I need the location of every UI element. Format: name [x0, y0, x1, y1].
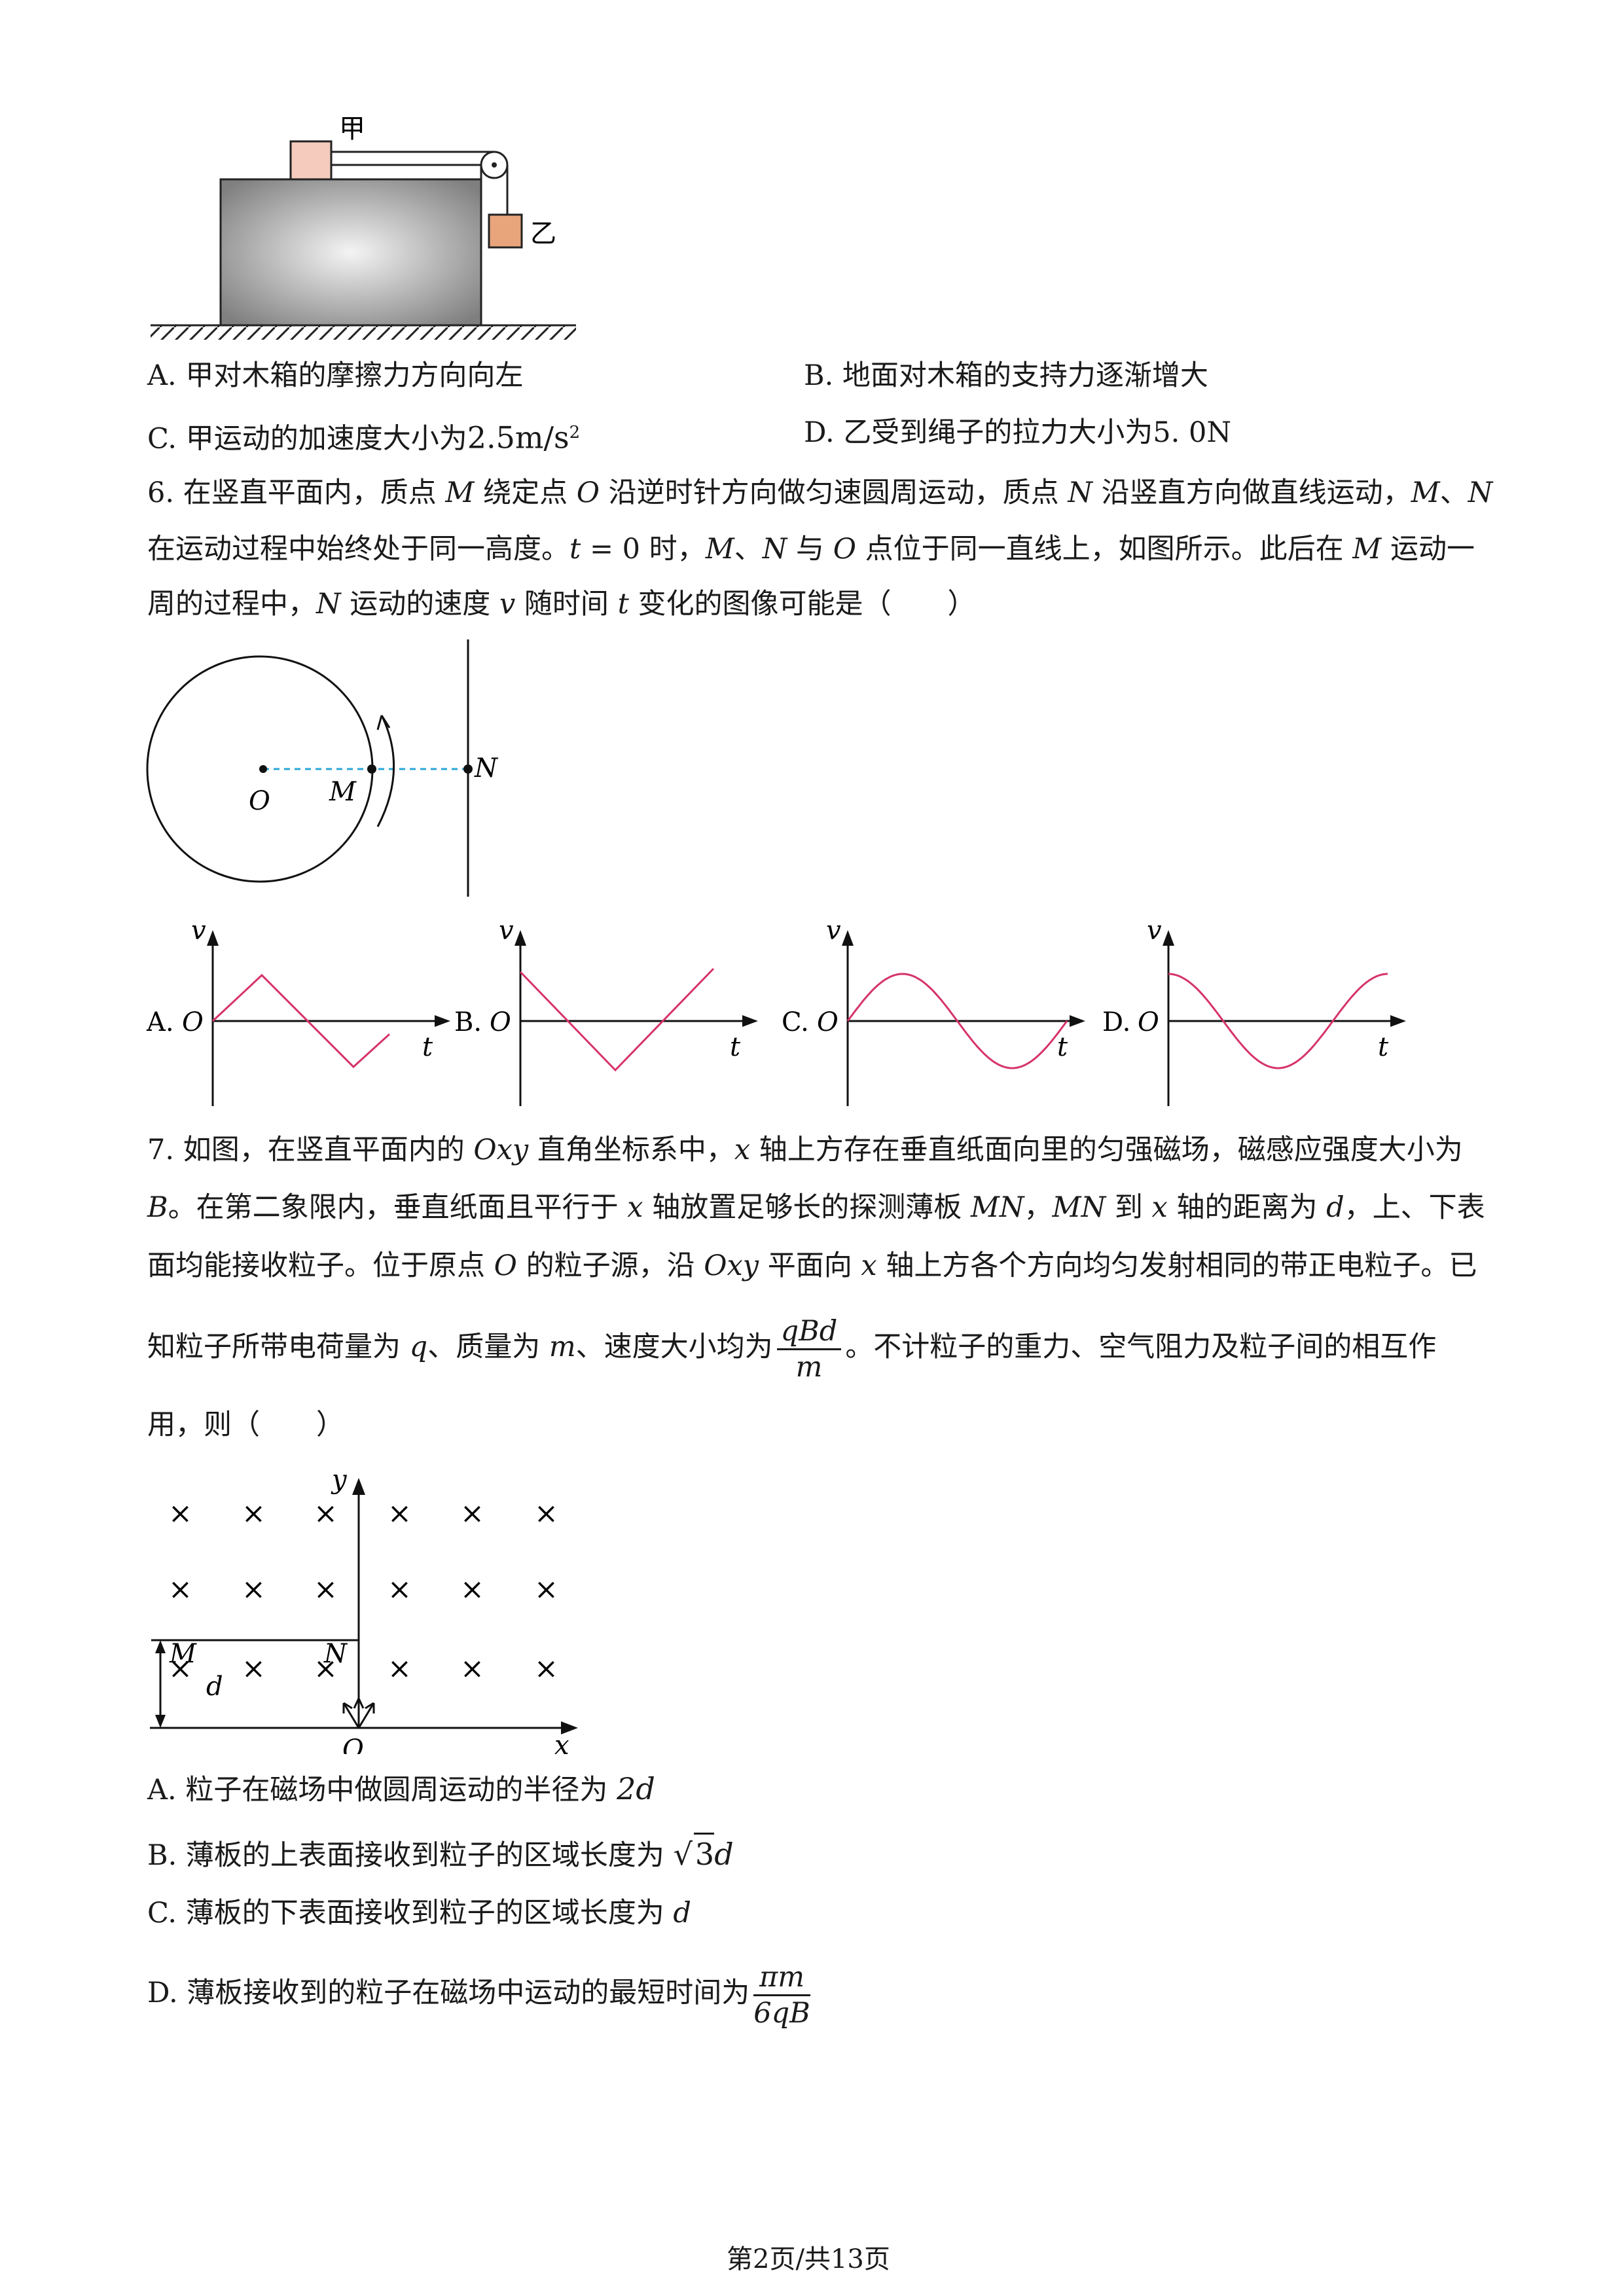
velocity-curve	[519, 967, 715, 1072]
field-cross: ×	[242, 1652, 266, 1685]
field-cross: ×	[242, 1573, 266, 1606]
q7-option-c: C. 薄板的下表面接收到粒子的区域长度为 d	[147, 1897, 691, 1929]
option-letter: C.	[782, 1007, 809, 1037]
t-label: t	[1057, 1032, 1068, 1062]
q6-circle-figure: O M N	[146, 639, 499, 897]
field-cross: ×	[388, 1573, 412, 1606]
q7-stem-line3: 面均能接收粒子。位于原点 O 的粒子源，沿 Oxy 平面向 x 轴上方各个方向均…	[147, 1249, 1477, 1282]
label-jia: 甲	[339, 114, 365, 144]
q6-stem-line1: 6. 在竖直平面内，质点 M 绕定点 O 沿逆时针方向做匀速圆周运动，质点 N …	[147, 476, 1493, 509]
origin-label: O	[182, 1007, 204, 1037]
particle-source-arrows	[342, 1698, 375, 1729]
t-label: t	[1378, 1032, 1389, 1062]
field-cross: ×	[460, 1652, 484, 1685]
velocity-curve	[846, 973, 1068, 1069]
vt-graph-option-c: C. Ov t	[782, 916, 1085, 1106]
q5-figure: 甲 乙	[151, 114, 576, 340]
field-cross: ×	[534, 1652, 558, 1685]
field-cross: ×	[168, 1497, 192, 1530]
velocity-curve	[211, 973, 391, 1069]
option-letter: B.	[454, 1007, 482, 1037]
label-o: O	[249, 786, 270, 816]
vt-graph-option-a: A. Ov t	[146, 916, 450, 1106]
field-cross: ×	[388, 1652, 412, 1685]
velocity-curve	[1168, 973, 1388, 1069]
q7-option-a: A. 粒子在磁场中做圆周运动的半径为 2d	[147, 1771, 655, 1806]
field-crosses: × × × × × × × × × × × × × × × × × ×	[168, 1497, 558, 1685]
field-cross: ×	[534, 1497, 558, 1530]
t-label: t	[422, 1032, 433, 1062]
point-m	[367, 764, 376, 774]
field-cross: ×	[314, 1652, 338, 1685]
q5-option-b: B. 地面对木箱的支持力逐渐增大	[804, 359, 1208, 392]
q7-field-figure: × × × × × × × × × × × × × × × × × × y x O M N d	[150, 1466, 578, 1754]
field-cross: ×	[534, 1573, 558, 1606]
q7-stem-line2: B。在第二象限内，垂直纸面且平行于 x 轴放置足够长的探测薄板 MN，MN 到 …	[147, 1191, 1485, 1224]
field-cross: ×	[460, 1573, 484, 1606]
crate	[219, 178, 482, 327]
label-n: N	[323, 1639, 348, 1669]
q6-stem-line2: 在运动过程中始终处于同一高度。t = 0 时，M、N 与 O 点位于同一直线上，…	[147, 533, 1475, 565]
label-y: y	[331, 1466, 348, 1495]
label-n: N	[474, 753, 499, 783]
v-label: v	[826, 916, 841, 946]
origin-label: O	[490, 1007, 511, 1037]
origin-label: O	[817, 1007, 839, 1037]
vt-graph-option-b: B. Ov t	[454, 916, 758, 1106]
label-x: x	[554, 1731, 569, 1754]
v-label: v	[1147, 916, 1162, 946]
field-cross: ×	[460, 1497, 484, 1530]
rotation-arrow	[376, 715, 395, 827]
q5-option-a: A. 甲对木箱的摩擦力方向向左	[147, 359, 524, 392]
point-n	[463, 764, 473, 774]
pulley	[480, 151, 509, 179]
q7-stem-line1: 7. 如图，在竖直平面内的 Oxy 直角坐标系中，x 轴上方存在垂直纸面向里的匀…	[147, 1134, 1463, 1166]
field-cross: ×	[168, 1652, 192, 1685]
field-cross: ×	[168, 1573, 192, 1606]
q5-option-d: D. 乙受到绳子的拉力大小为5. 0N	[804, 416, 1231, 449]
label-d: d	[206, 1672, 223, 1702]
origin-label: O	[1138, 1007, 1159, 1037]
v-label: v	[499, 916, 514, 946]
ground	[151, 324, 576, 340]
label-m: M	[169, 1639, 197, 1669]
vt-graph-option-d: D. Ov t	[1102, 916, 1406, 1106]
field-cross: ×	[314, 1497, 338, 1530]
v-label: v	[191, 916, 206, 946]
q6-stem-line3: 周的过程中，N 运动的速度 v 随时间 t 变化的图像可能是（ ）	[147, 588, 976, 620]
q7-option-b: B. 薄板的上表面接收到粒子的区域长度为 √3d	[147, 1833, 734, 1875]
page-footer: 第2页/共13页	[727, 2244, 890, 2274]
block-yi	[488, 213, 523, 249]
q7-stem-line5: 用，则（ ）	[147, 1408, 344, 1441]
option-letter: D.	[1102, 1007, 1130, 1037]
t-label: t	[730, 1032, 741, 1062]
label-m: M	[329, 777, 357, 807]
block-jia	[289, 140, 333, 181]
field-cross: ×	[314, 1573, 338, 1606]
label-yi: 乙	[530, 219, 556, 249]
field-cross: ×	[242, 1497, 266, 1530]
label-o: O	[342, 1734, 364, 1754]
field-cross: ×	[388, 1497, 412, 1530]
q5-option-c: C. 甲运动的加速度大小为2.5m/s2	[147, 420, 581, 456]
option-letter: A.	[146, 1007, 174, 1037]
